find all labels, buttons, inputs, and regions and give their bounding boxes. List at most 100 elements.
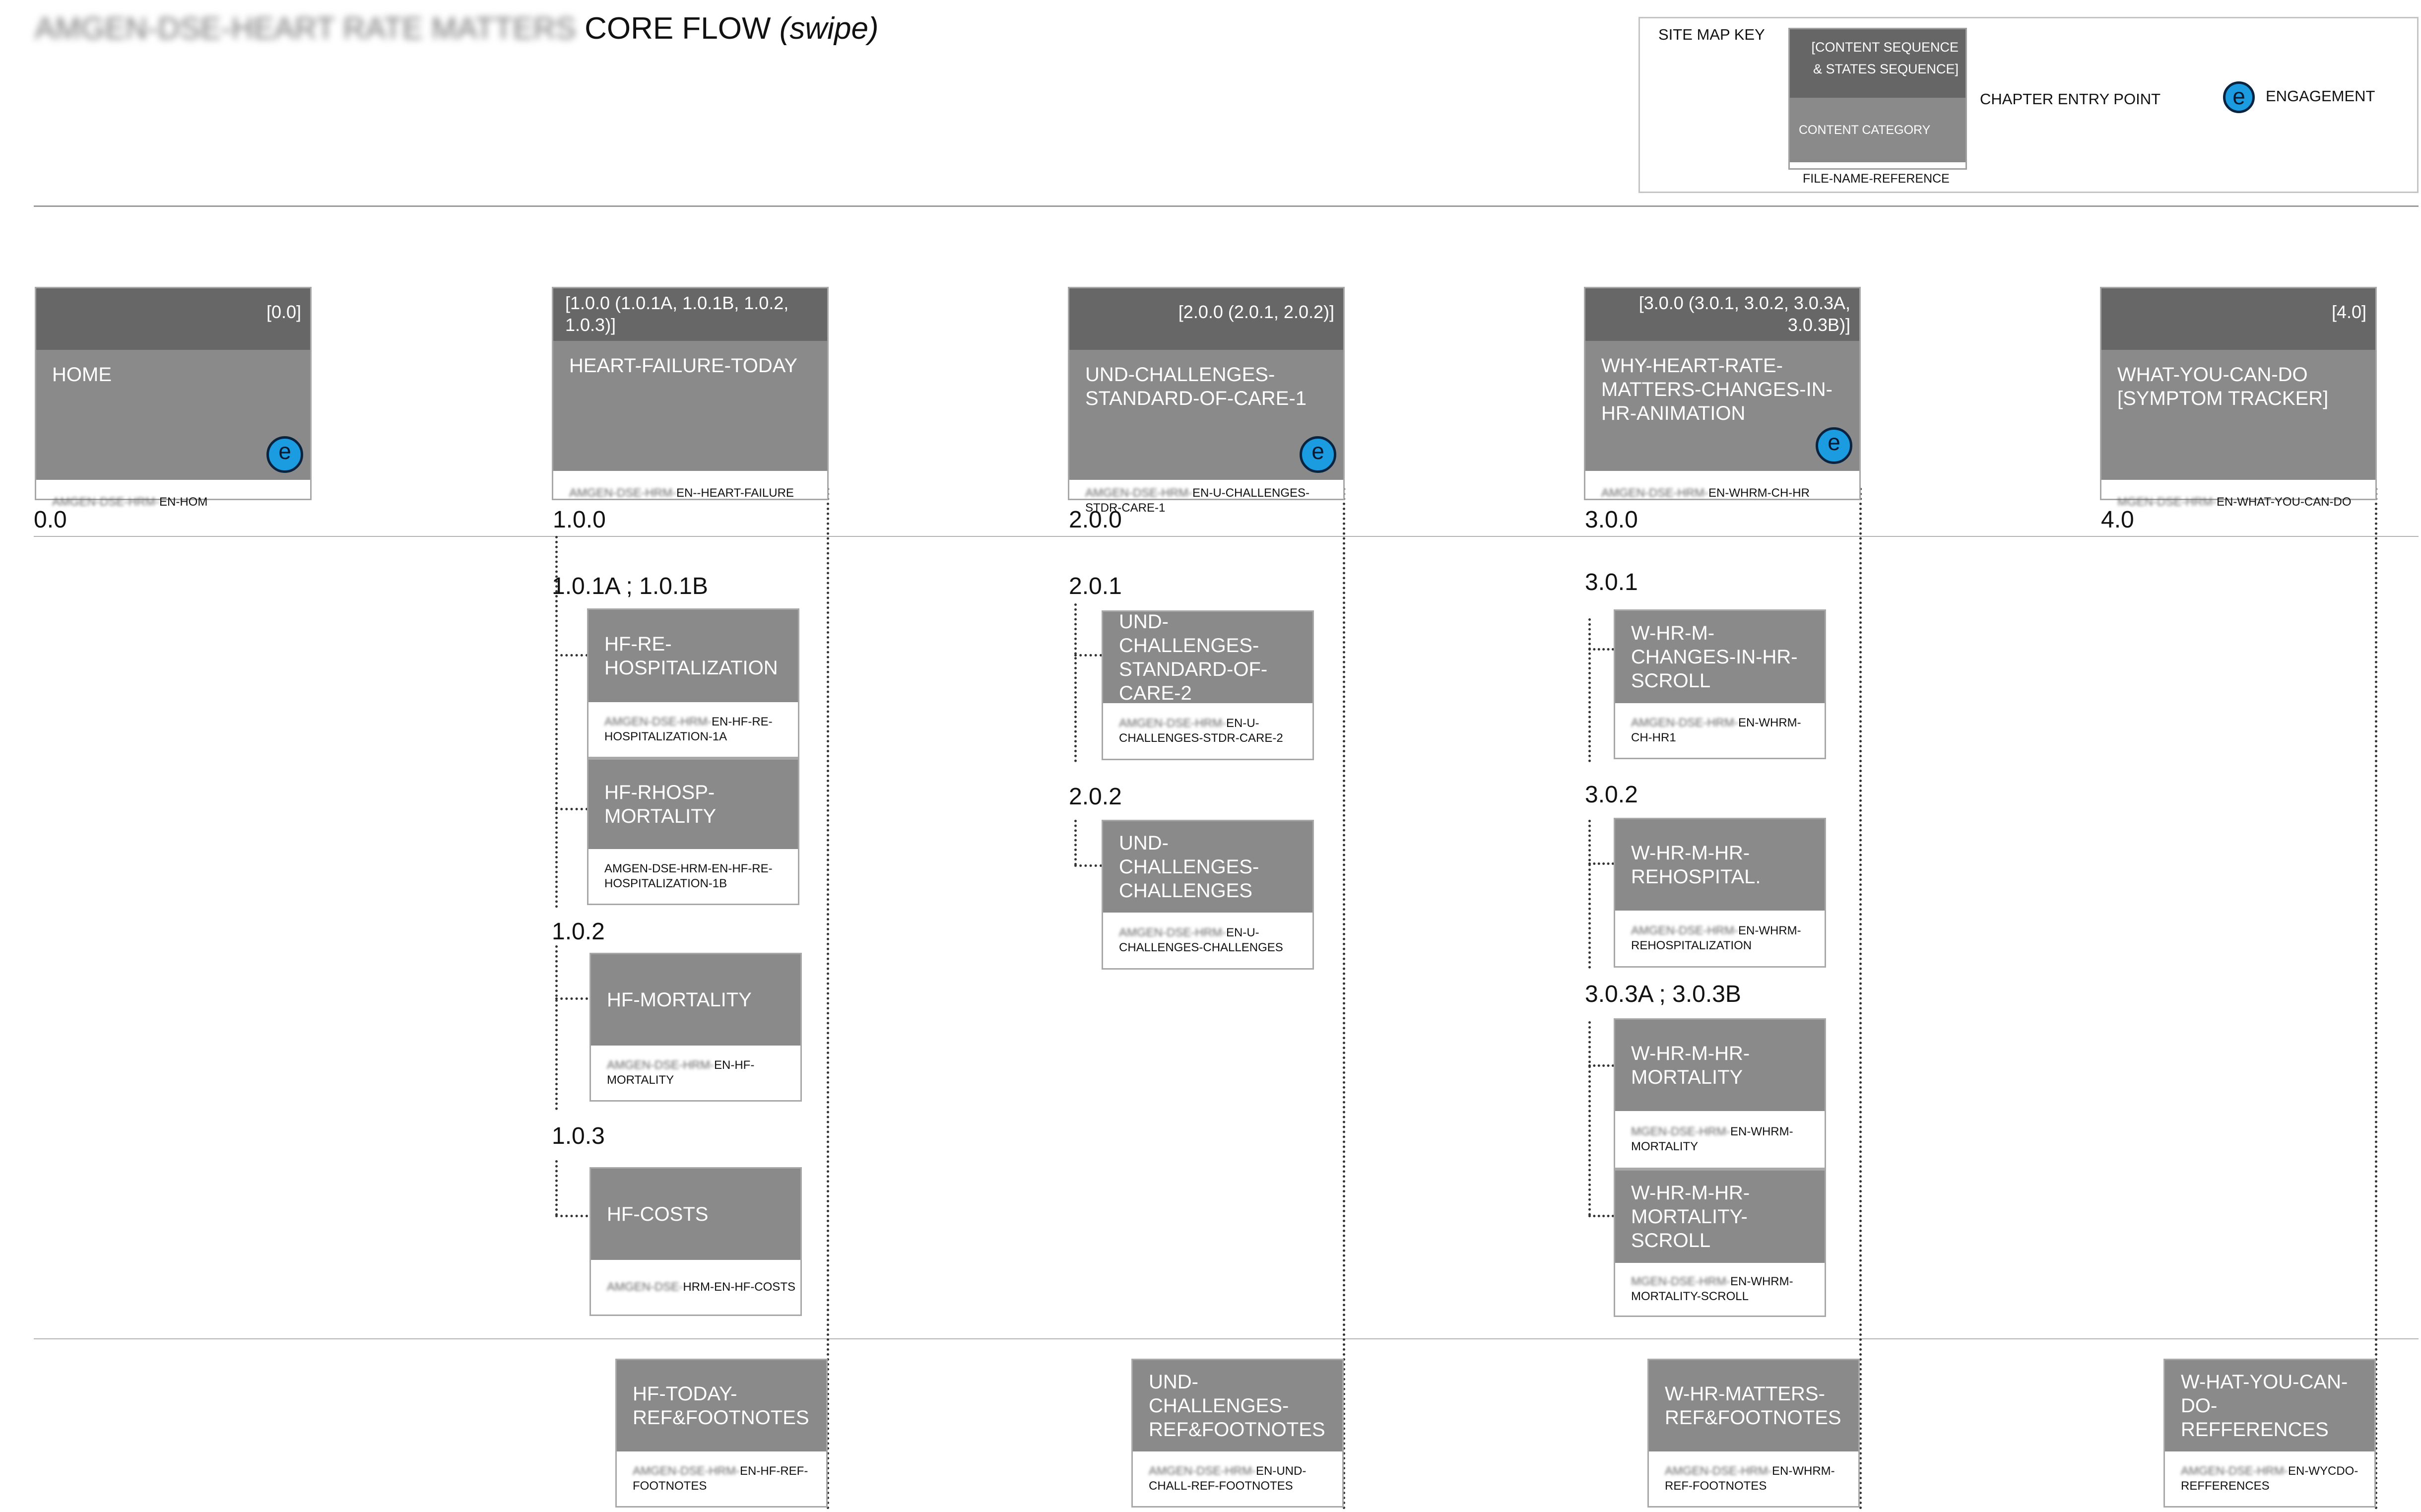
key-engagement: ENGAGEMENT [2266, 87, 2375, 105]
subscreen-hf-mortality[interactable]: HF-MORTALITY AMGEN-DSE-HRM-EN-HF-MORTALI… [589, 953, 802, 1102]
chapter-number-0: 0.0 [34, 507, 67, 533]
ref-blurred-prefix: AMGEN-DSE-HRM- [569, 486, 676, 500]
subscreen-name: HF-MORTALITY [607, 989, 752, 1011]
chapter-node-what-you-can-do[interactable]: [4.0] WHAT-YOU-CAN-DO [SYMPTOM TRACKER] … [2100, 287, 2377, 509]
engagement-icon[interactable]: e [1300, 436, 1336, 473]
engagement-icon[interactable]: e [266, 436, 303, 473]
subscreen-category: HF-MORTALITY [591, 954, 800, 1046]
chapter-divider [34, 536, 2419, 537]
footnote-name: HF-TODAY-REF&FOOTNOTES [633, 1383, 809, 1429]
footnote-file-reference: AMGEN-DSE-HRM-EN-UND-CHALL-REF-FOOTNOTES [1133, 1451, 1342, 1506]
subscreen-name: W-HR-M-HR-MORTALITY [1631, 1043, 1750, 1088]
ref-blurred-prefix: AMGEN-DSE- [607, 1280, 683, 1294]
chapter-name: WHY-HEART-RATE-MATTERS-CHANGES-IN-HR-ANI… [1601, 355, 1832, 424]
ref-blurred-prefix: MGEN-DSE-HRM- [1631, 1275, 1730, 1288]
ref-blurred-prefix: AMGEN-DSE-HRM- [633, 1464, 740, 1478]
ref-suffix: EN-WHRM-REHOSPITALIZATION [1631, 924, 1801, 952]
connector-col1-left-b [555, 945, 558, 1110]
chapter-file-reference: MGEN-DSE-HRM-EN-WHAT-YOU-CAN-DO [2101, 480, 2375, 510]
title-main: CORE FLOW [585, 11, 771, 46]
footnote-category: W-HR-MATTERS-REF&FOOTNOTES [1649, 1360, 1858, 1451]
footnote-category: HF-TODAY-REF&FOOTNOTES [617, 1360, 826, 1451]
ref-suffix: EN-WHRM-MORTALITY [1631, 1125, 1793, 1153]
subscreen-und-challenges-challenges[interactable]: UND-CHALLENGES-CHALLENGES AMGEN-DSE-HRM-… [1102, 820, 1314, 970]
key-sample-box: [CONTENT SEQUENCE & STATES SEQUENCE] CON… [1788, 28, 1967, 186]
section-label-2-0-1: 2.0.1 [1069, 573, 1122, 599]
connector-col1-h4 [555, 1215, 588, 1217]
subscreen-name: UND-CHALLENGES-STANDARD-OF-CARE-2 [1119, 611, 1268, 704]
subscreen-file-reference: AMGEN-DSE-HRM-EN-HF-MORTALITY [591, 1046, 800, 1100]
chapter-node-why-heart-rate-matters[interactable]: [3.0.0 (3.0.1, 3.0.2, 3.0.3A, 3.0.3B)] W… [1584, 287, 1861, 500]
connector-col1-h3 [555, 997, 588, 1000]
ref-suffix: EN-WHRM-CH-HR1 [1631, 716, 1801, 744]
chapter-number-1: 1.0.0 [553, 507, 606, 533]
subscreen-file-reference: AMGEN-DSE-HRM-EN-U-CHALLENGES-CHALLENGES [1103, 913, 1312, 968]
ref-suffix: EN-WHRM-REF-FOOTNOTES [1665, 1464, 1835, 1493]
subscreen-name: W-HR-M-HR-REHOSPITAL. [1631, 842, 1761, 888]
ref-suffix: EN-HF-RE-HOSPITALIZATION-1A [604, 715, 773, 743]
chapter-number-2: 2.0.0 [1069, 507, 1122, 533]
connector-col2-right [1343, 488, 1345, 1510]
connector-col3-right [1859, 488, 1862, 1510]
ref-suffix: EN-HF-MORTALITY [607, 1058, 755, 1087]
subscreen-category: HF-RE-HOSPITALIZATION [589, 610, 798, 702]
section-label-3-0-1: 3.0.1 [1585, 569, 1638, 595]
chapter-file-reference: AMGEN-DSE-HRM-EN--HEART-FAILURE [553, 471, 827, 501]
section-label-3-0-3: 3.0.3A ; 3.0.3B [1585, 981, 1741, 1007]
subscreen-w-hr-m-changes-in-hr-scroll[interactable]: W-HR-M-CHANGES-IN-HR-SCROLL AMGEN-DSE-HR… [1614, 609, 1826, 759]
footnote-hf-today[interactable]: HF-TODAY-REF&FOOTNOTES AMGEN-DSE-HRM-EN-… [615, 1359, 828, 1508]
key-sequence-line2: & STATES SEQUENCE] [1813, 62, 1959, 76]
subscreen-hf-costs[interactable]: HF-COSTS AMGEN-DSE-HRM-EN-HF-COSTS [589, 1167, 802, 1316]
ref-suffix: EN-HF-REF-FOOTNOTES [633, 1464, 808, 1493]
chapter-name: WHAT-YOU-CAN-DO [SYMPTOM TRACKER] [2117, 364, 2329, 409]
footnote-file-reference: AMGEN-DSE-HRM-EN-HF-REF-FOOTNOTES [617, 1451, 826, 1506]
chapter-sequence: [3.0.0 (3.0.1, 3.0.2, 3.0.3A, 3.0.3B)] [1585, 288, 1859, 341]
connector-col1-left-c [555, 1160, 558, 1216]
title-italic: (swipe) [779, 11, 879, 46]
chapter-category: HEART-FAILURE-TODAY [553, 341, 827, 471]
subscreen-w-hr-m-hr-rehospital[interactable]: W-HR-M-HR-REHOSPITAL. AMGEN-DSE-HRM-EN-W… [1614, 818, 1826, 968]
connector-col3-left-c [1588, 1021, 1591, 1216]
ref-suffix: EN-U-CHALLENGES-CHALLENGES [1119, 926, 1283, 954]
ref-blurred-prefix: AMGEN-DSE-HRM- [1149, 1464, 1256, 1478]
subscreen-w-hr-m-hr-mortality[interactable]: W-HR-M-HR-MORTALITY MGEN-DSE-HRM-EN-WHRM… [1614, 1018, 1826, 1169]
chapter-node-und-challenges[interactable]: [2.0.0 (2.0.1, 2.0.2)] UND-CHALLENGES-ST… [1068, 287, 1345, 515]
subscreen-file-reference: AMGEN-DSE-HRM-EN-HF-COSTS [591, 1260, 800, 1315]
subscreen-category: W-HR-M-CHANGES-IN-HR-SCROLL [1615, 611, 1825, 703]
footnote-category: W-HAT-YOU-CAN-DO-REFFERENCES [2165, 1360, 2374, 1451]
key-sequence: [CONTENT SEQUENCE & STATES SEQUENCE] [1790, 29, 1965, 98]
subscreen-name: HF-COSTS [607, 1203, 709, 1225]
chapter-name: UND-CHALLENGES-STANDARD-OF-CARE-1 [1085, 364, 1307, 409]
engagement-icon[interactable]: e [1816, 427, 1852, 464]
ref-blurred-prefix: AMGEN-DSE-HRM- [1665, 1464, 1772, 1478]
ref-blurred-prefix: AMGEN-DSE-HRM- [1631, 716, 1738, 729]
ref-blurred-prefix: AMGEN-DSE-HRM- [604, 715, 712, 728]
chapter-sequence: [1.0.0 (1.0.1A, 1.0.1B, 1.0.2, 1.0.3)] [553, 288, 827, 341]
section-label-1-0-2: 1.0.2 [552, 919, 605, 945]
footnote-und-challenges[interactable]: UND-CHALLENGES-REF&FOOTNOTES AMGEN-DSE-H… [1131, 1359, 1344, 1508]
footnote-file-reference: AMGEN-DSE-HRM-EN-WHRM-REF-FOOTNOTES [1649, 1451, 1858, 1506]
subscreen-w-hr-m-hr-mortality-scroll[interactable]: W-HR-M-HR-MORTALITY-SCROLL MGEN-DSE-HRM-… [1614, 1169, 1826, 1317]
chapter-node-heart-failure-today[interactable]: [1.0.0 (1.0.1A, 1.0.1B, 1.0.2, 1.0.3)] H… [552, 287, 829, 500]
connector-col3-h3 [1588, 1064, 1614, 1067]
connector-col3-left-a [1588, 618, 1591, 762]
chapter-node-home[interactable]: [0.0] HOME e AMGEN-DSE-HRM-EN-HOM [35, 287, 312, 509]
chapter-name: HOME [52, 364, 112, 386]
connector-col3-h1 [1588, 648, 1614, 651]
chapter-category: WHAT-YOU-CAN-DO [SYMPTOM TRACKER] [2101, 350, 2375, 480]
subscreen-hf-re-hospitalization[interactable]: HF-RE-HOSPITALIZATION AMGEN-DSE-HRM-EN-H… [587, 608, 799, 758]
connector-col3-h4 [1588, 1215, 1614, 1217]
subscreen-hf-rhosp-mortality[interactable]: HF-RHOSP-MORTALITY AMGEN-DSE-HRM-EN-HF-R… [587, 758, 799, 905]
site-map-key [1638, 17, 2419, 193]
ref-suffix: EN-WHRM-MORTALITY-SCROLL [1631, 1275, 1793, 1303]
footnote-what-you-can-do[interactable]: W-HAT-YOU-CAN-DO-REFFERENCES AMGEN-DSE-H… [2163, 1359, 2376, 1508]
footnote-w-hr-matters[interactable]: W-HR-MATTERS-REF&FOOTNOTES AMGEN-DSE-HRM… [1647, 1359, 1860, 1508]
chapter-sequence: [4.0] [2101, 288, 2375, 350]
ref-blurred-prefix: AMGEN-DSE-HRM- [1119, 717, 1226, 730]
ref-suffix: EN-WHRM-CH-HR [1708, 486, 1810, 500]
subscreen-und-challenges-standard-of-care-2[interactable]: UND-CHALLENGES-STANDARD-OF-CARE-2 AMGEN-… [1102, 610, 1314, 760]
subscreen-category: W-HR-M-HR-MORTALITY-SCROLL [1615, 1171, 1825, 1263]
key-category: CONTENT CATEGORY [1790, 98, 1965, 162]
subscreen-file-reference: AMGEN-DSE-HRM-EN-WHRM-CH-HR1 [1615, 703, 1825, 758]
chapter-number-3: 3.0.0 [1585, 507, 1638, 533]
